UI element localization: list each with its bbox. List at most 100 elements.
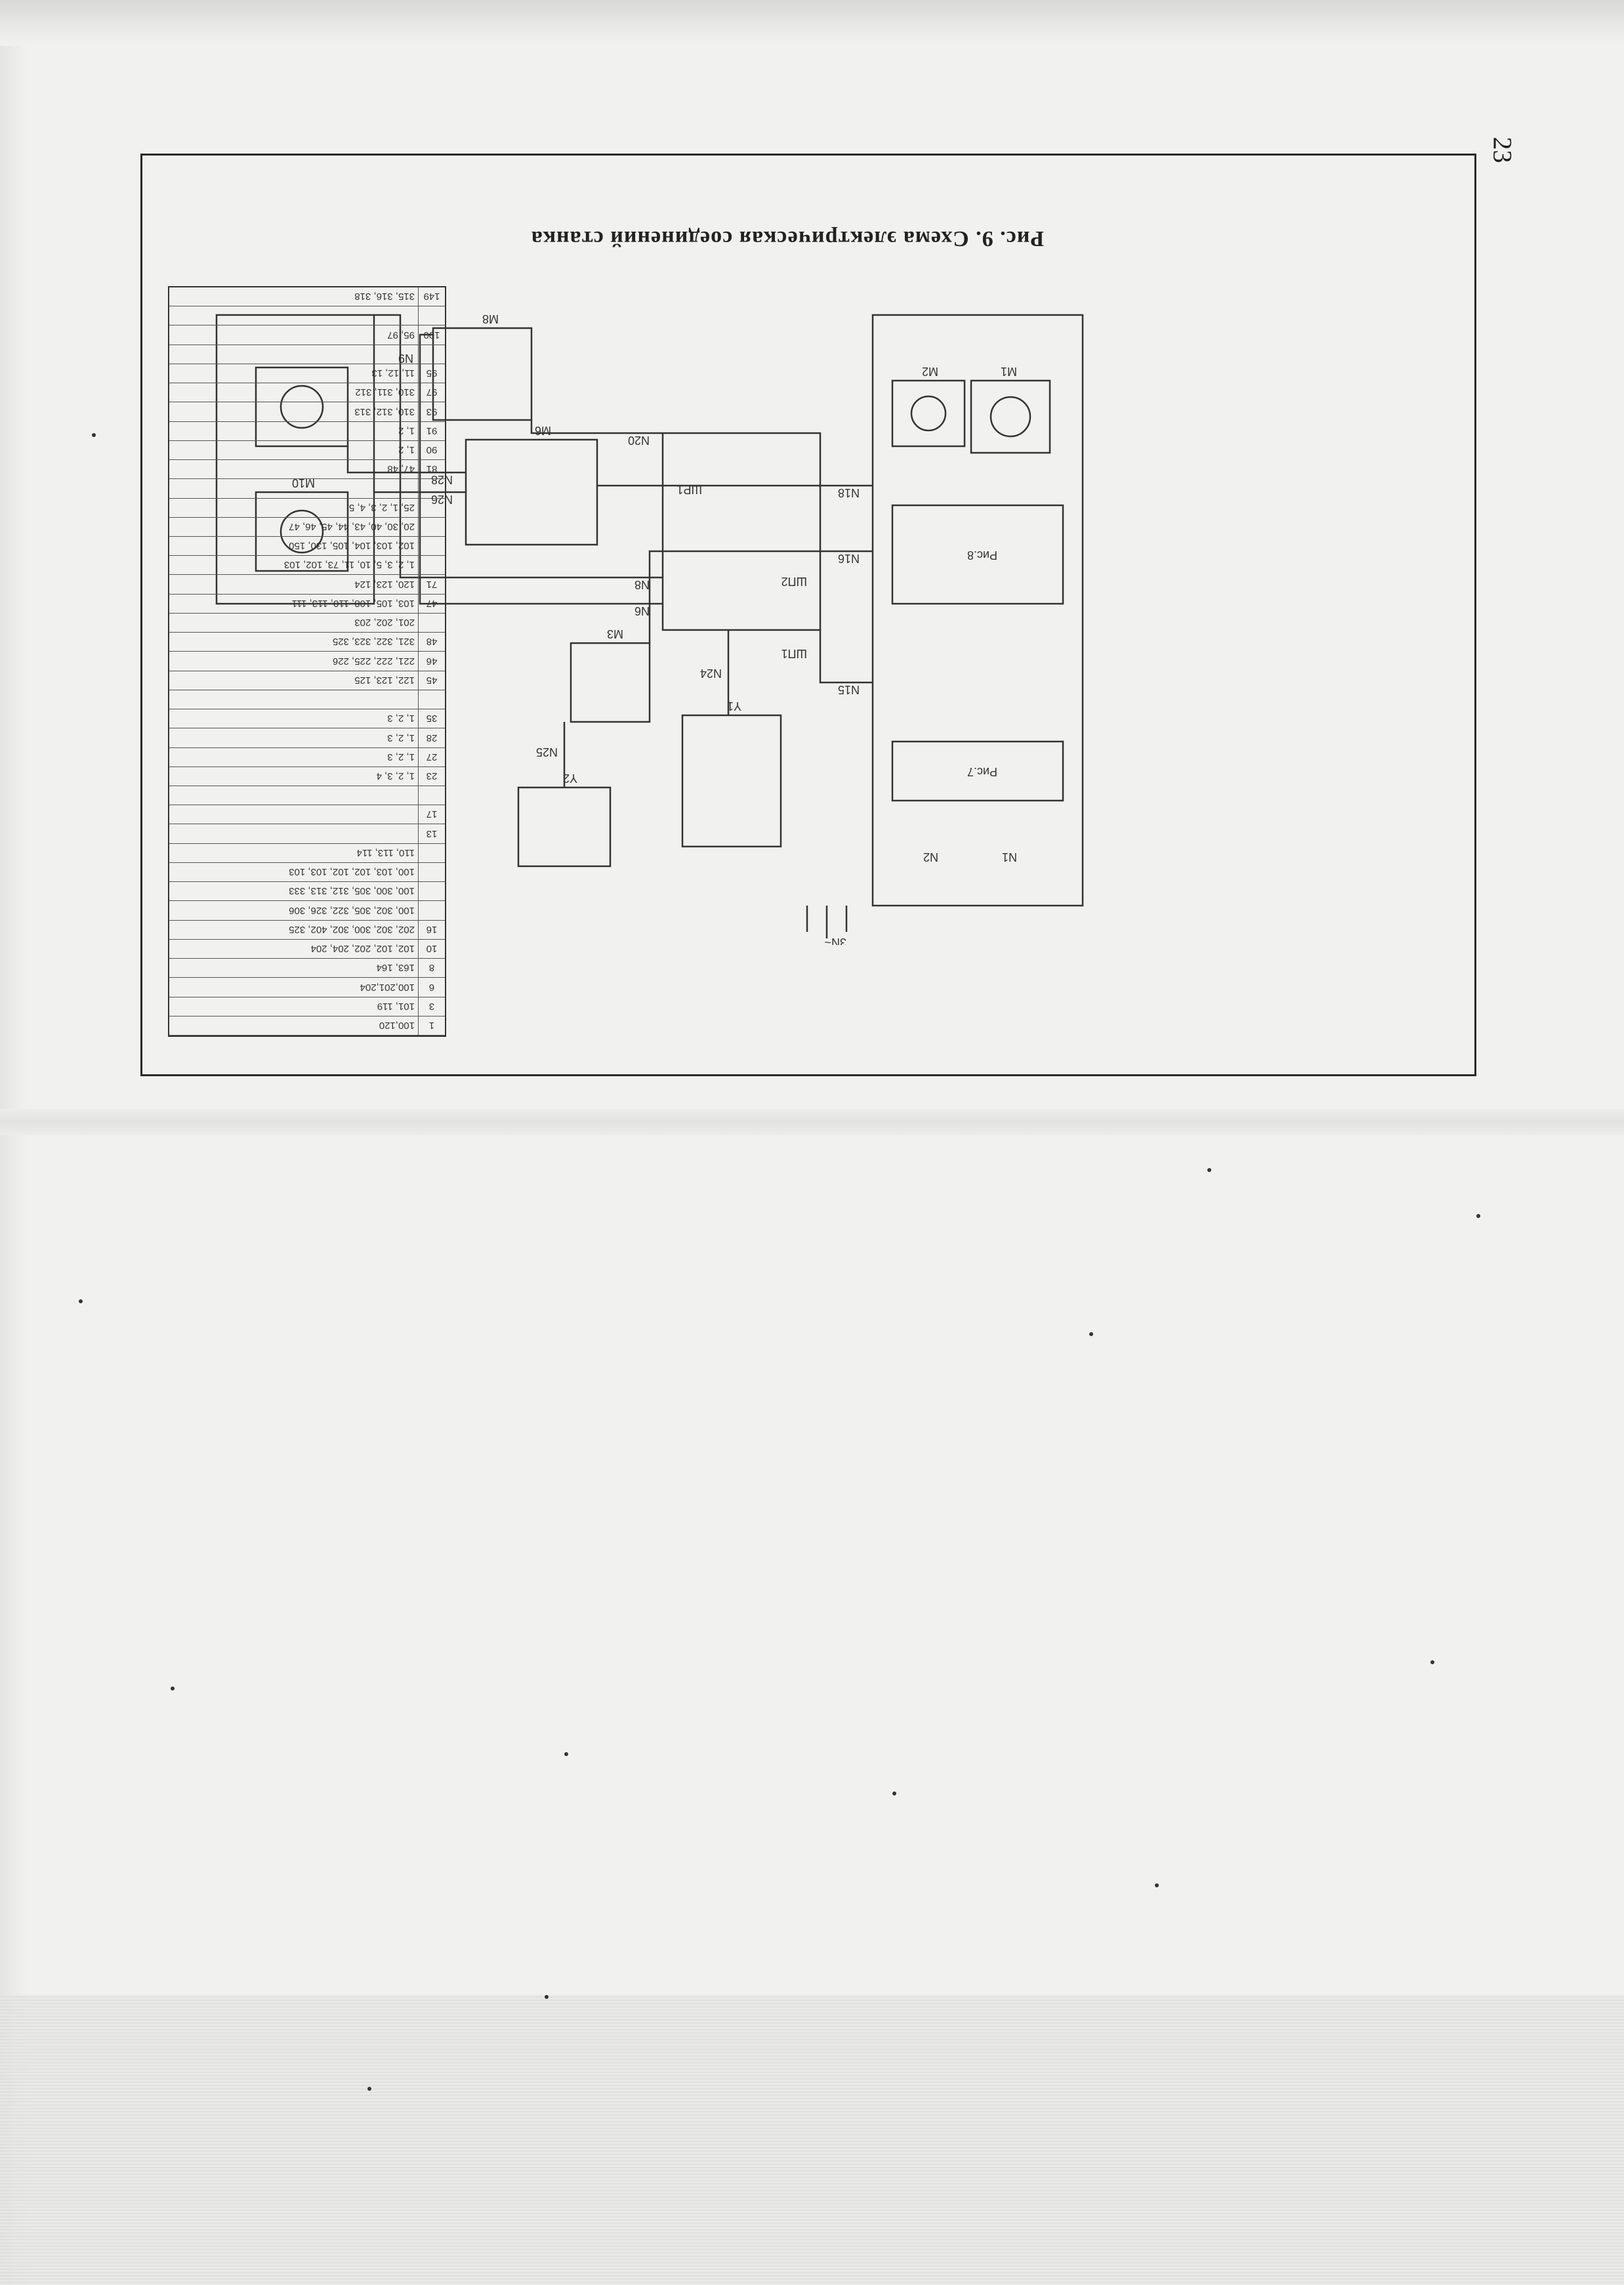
table-row: [169, 344, 445, 364]
label-m6: M6: [535, 424, 551, 437]
table-row-number: [418, 344, 445, 364]
wire-2: [648, 550, 873, 643]
table-row-value: 100, 302, 305, 322, 326, 306: [289, 904, 415, 916]
wire-label-16: N9: [398, 352, 413, 365]
block-left-cabinet: [871, 314, 1084, 907]
scan-speck: [1089, 1332, 1093, 1336]
table-row: 100, 302, 305, 322, 326, 306: [169, 900, 445, 921]
wire-label-2: N18: [838, 486, 860, 499]
table-row-value: 202, 302, 300, 302, 402, 325: [289, 923, 415, 935]
table-row-number: [418, 555, 445, 575]
table-row-value: 1, 2, 3, 5, 10, 11, 73, 102, 103: [283, 559, 415, 571]
page-number: 23: [1488, 136, 1518, 163]
table-row-number: 47: [418, 593, 445, 613]
table-row-number: 3: [418, 996, 445, 1016]
table-row-number: 95: [418, 363, 445, 383]
table-row-number: 23: [418, 766, 445, 786]
motor-m1-circle: [989, 396, 1031, 438]
table-row-value: 310, 311, 312: [355, 387, 415, 398]
table-row-number: 81: [418, 459, 445, 479]
motor-m11-circle: [280, 385, 324, 429]
table-row-number: 149: [418, 287, 445, 306]
block-right-cabinet: [215, 314, 375, 605]
table-row-number: 100: [418, 325, 445, 345]
scan-speck: [545, 1995, 549, 1999]
scan-band-bottom: [0, 1995, 1624, 2285]
block-m3: [570, 642, 651, 723]
table-row-value: 120, 123, 124: [354, 578, 415, 590]
motor-m2-circle: [910, 395, 947, 432]
wire-8: [346, 446, 466, 474]
table-row-number: [418, 612, 445, 633]
block-motor-m2: [891, 379, 966, 448]
table-row-value: 100,201,204: [360, 981, 415, 993]
table-row-number: [418, 881, 445, 901]
table-row: 100, 300, 305, 312, 313, 333: [169, 881, 445, 902]
table-row-number: 71: [418, 574, 445, 594]
table-row: [169, 478, 445, 499]
table-row: 100, 103, 102, 102, 103, 103: [169, 862, 445, 883]
wire-label-4: N24: [700, 667, 722, 680]
table-row-value: 103, 105, 108, 110, 113, 111: [291, 597, 415, 609]
table-row-number: 97: [418, 383, 445, 402]
table-row-value: 95, 97: [387, 329, 415, 341]
table-row-number: [418, 786, 445, 805]
wire-label-0: N15: [838, 683, 860, 696]
table-row-value: 1, 2, 3: [387, 732, 415, 744]
table-row: [169, 786, 445, 806]
block-center: [661, 432, 822, 631]
wire-label-10: ШП1: [781, 647, 807, 660]
table-row-value: 321, 322, 323, 325: [332, 636, 415, 648]
label-m10: M10: [292, 476, 315, 490]
table-row-number: 90: [418, 440, 445, 460]
block-y1: [681, 714, 782, 848]
scan-speck: [367, 2087, 371, 2091]
table-row-number: 6: [418, 977, 445, 997]
table-row-value: 102, 102, 202, 204, 204: [310, 943, 415, 955]
table-row-number: 28: [418, 728, 445, 747]
label-m8: M8: [482, 312, 499, 325]
table-row-value: 1, 2: [398, 444, 415, 456]
table-row: 20, 30, 40, 43, 44, 45, 46, 47: [169, 516, 445, 537]
table-row-value: 1, 2: [398, 425, 415, 436]
table-row-number: [418, 536, 445, 556]
scan-speck: [1207, 1168, 1211, 1172]
label-ris8: Рис.8: [967, 549, 997, 562]
scan-speck: [1476, 1214, 1480, 1218]
block-m11: [255, 366, 349, 448]
wire-1: [819, 630, 873, 684]
table-row-number: [418, 843, 445, 862]
scan-speck: [171, 1687, 175, 1690]
table-row: 110, 113, 114: [169, 843, 445, 863]
block-m6: [465, 438, 598, 546]
label-y2: Y2: [563, 772, 577, 785]
table-row-number: 46: [418, 651, 445, 671]
table-row-number: 10: [418, 938, 445, 959]
table-row-number: [418, 900, 445, 920]
table-row-value: 100, 103, 102, 102, 103, 103: [289, 866, 415, 878]
table-row-number: [418, 516, 445, 536]
table-row-number: [418, 478, 445, 498]
table-row-number: 17: [418, 805, 445, 824]
table-row-value: 201, 202, 203: [354, 617, 415, 629]
table-row: 201, 202, 203: [169, 612, 445, 633]
table-row-value: 11, 12, 13: [371, 367, 415, 379]
table-row-value: 310, 312, 313: [354, 406, 415, 417]
wire-10: [374, 314, 663, 579]
motor-m10-circle: [280, 509, 324, 554]
table-row: 13: [169, 824, 445, 844]
table-row-number: 27: [418, 747, 445, 766]
table-row-value: 1, 2, 3: [387, 751, 415, 763]
scan-speck: [1430, 1660, 1434, 1664]
wire-label-12: ШР1: [677, 483, 702, 496]
